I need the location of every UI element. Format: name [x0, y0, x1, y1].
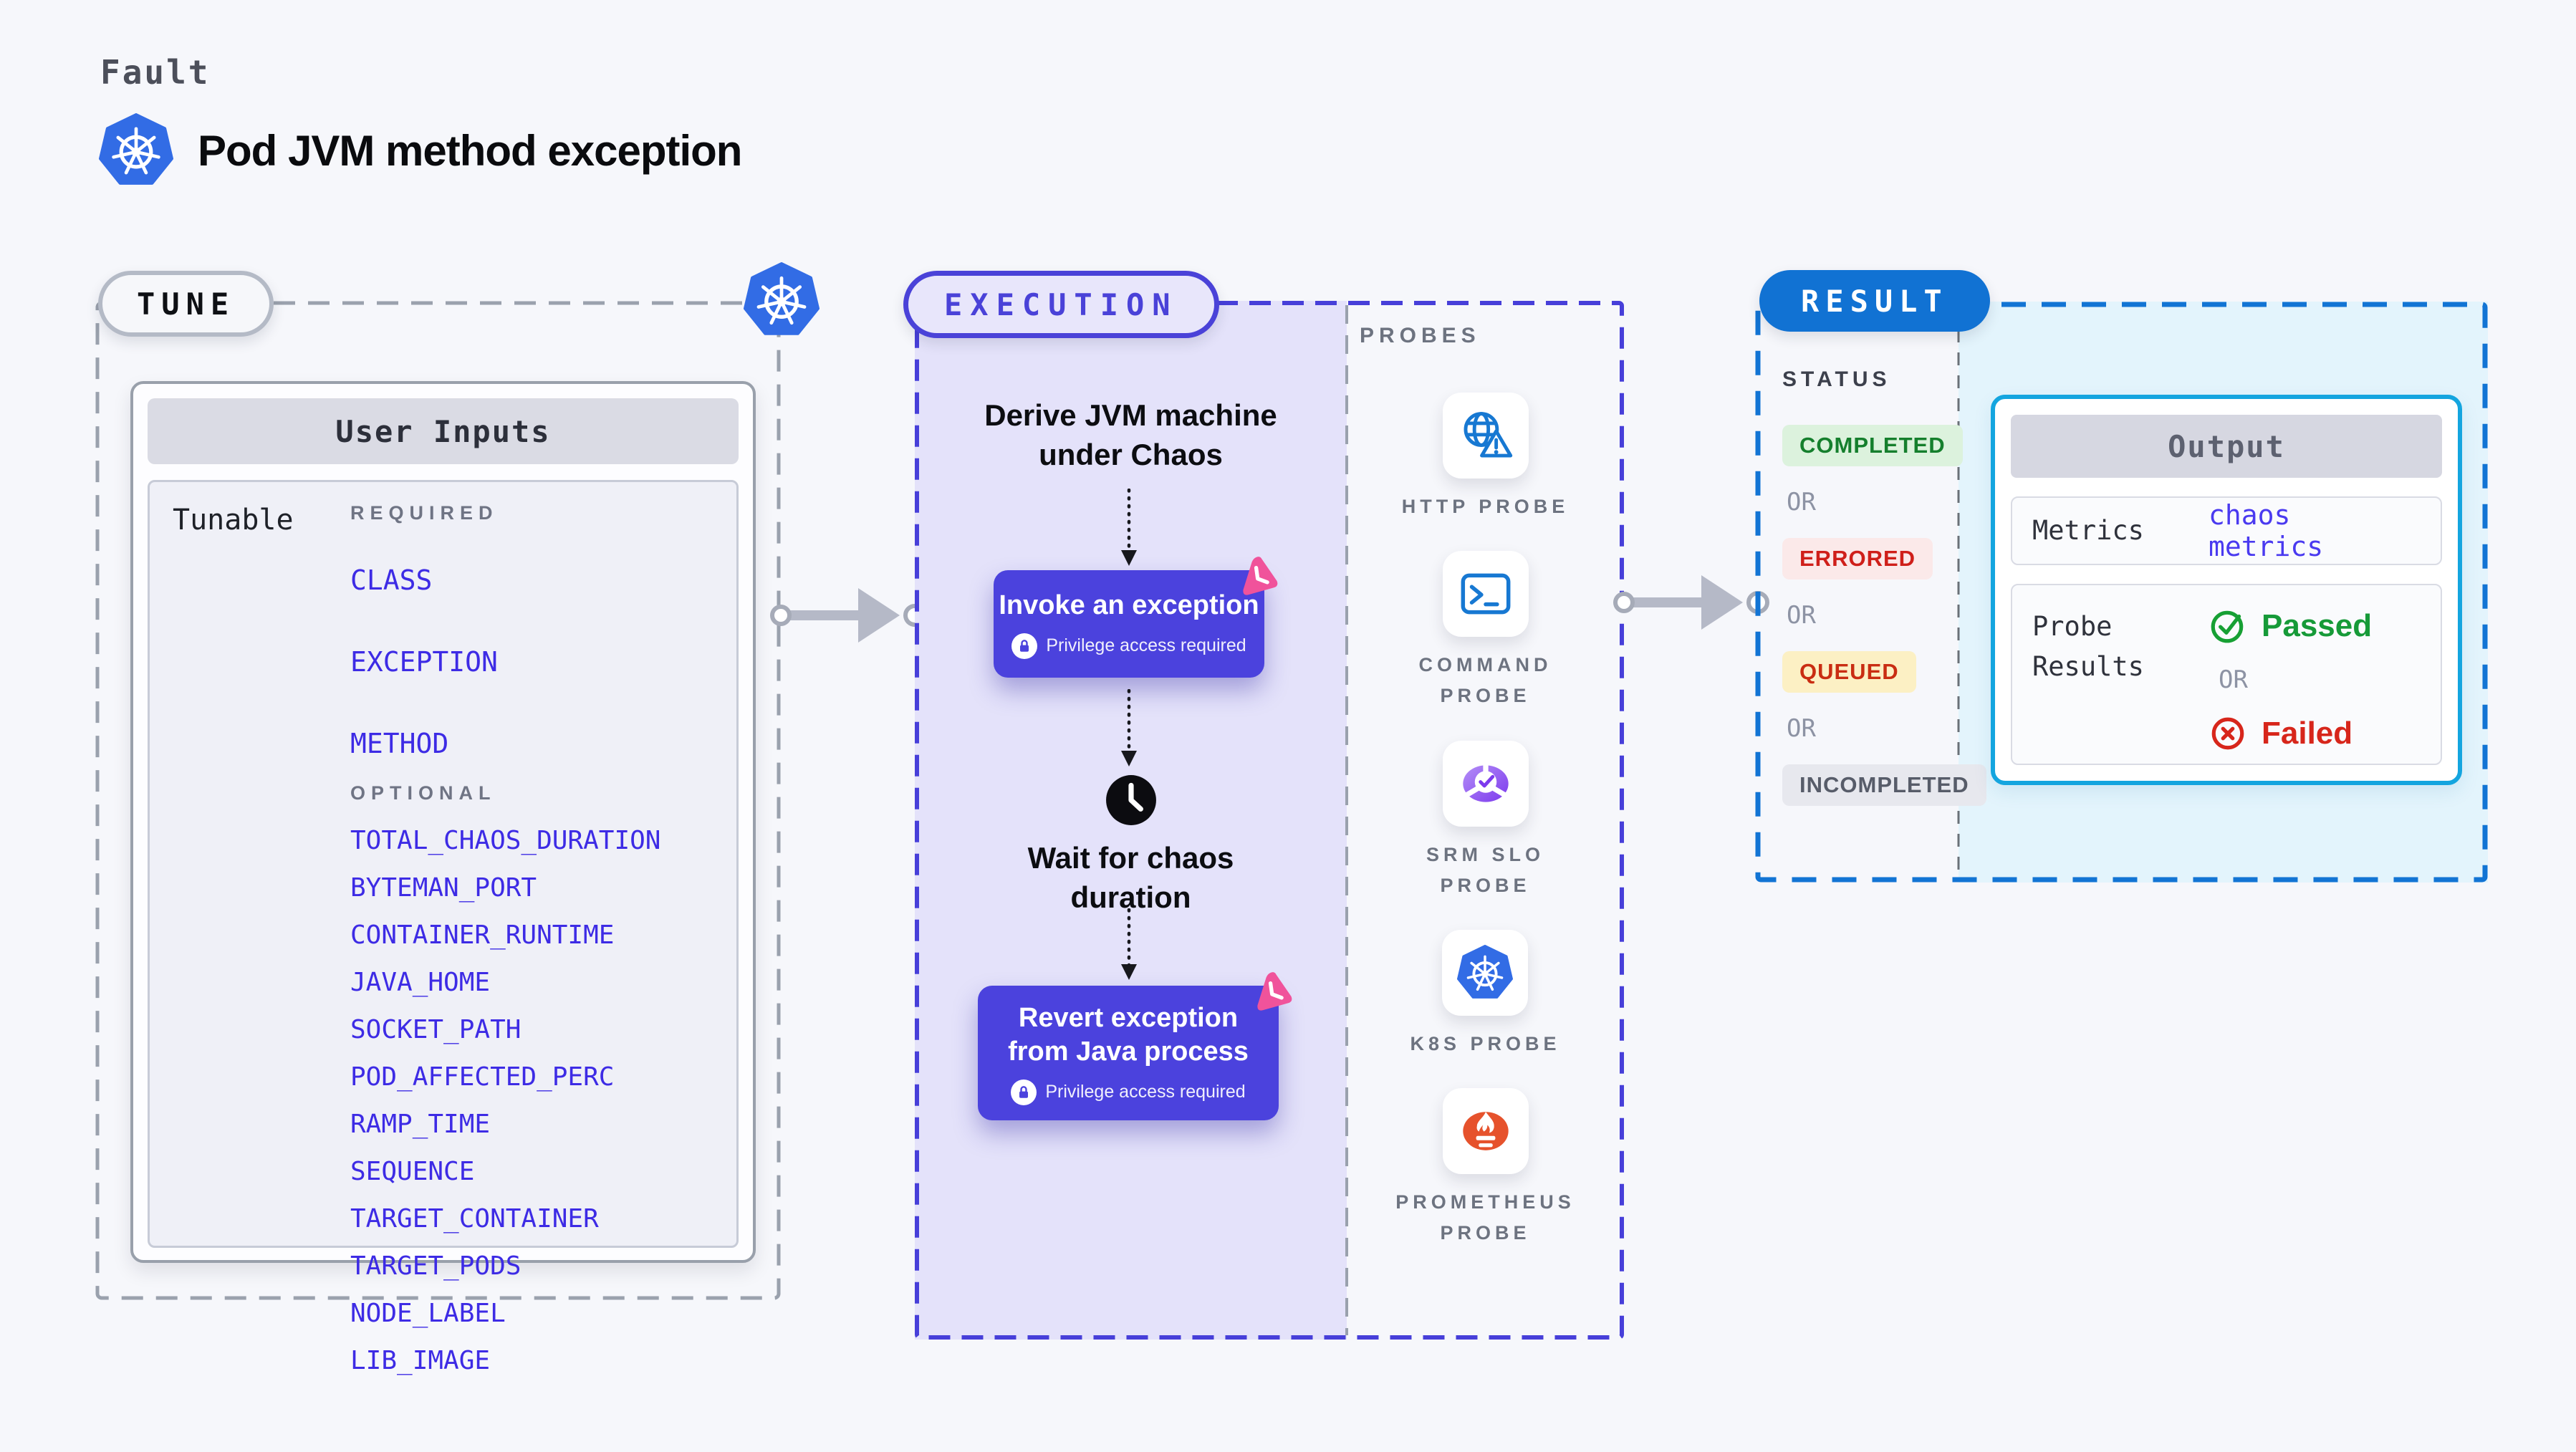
- tune-badge: TUNE: [98, 271, 274, 337]
- lock-icon: [1011, 633, 1038, 659]
- param-socket-path: SOCKET_PATH: [350, 1015, 522, 1044]
- metrics-label: Metrics: [2032, 515, 2144, 547]
- param-lib-image: LIB_IMAGE: [350, 1346, 491, 1375]
- user-inputs-title: User Inputs: [148, 398, 739, 464]
- revert-exception-node: Revert exception from Java process Privi…: [978, 986, 1279, 1120]
- tune-panel: TUNE User Inputs Tunable REQUIRED CLASS …: [95, 301, 781, 1375]
- or-label: OR: [1787, 601, 1816, 630]
- execution-panel: EXECUTION Derive JVM machine under Chaos…: [903, 271, 1624, 1340]
- param-target-container: TARGET_CONTAINER: [350, 1204, 599, 1234]
- probe-item-k8s: K8S PROBE: [1410, 929, 1560, 1059]
- param-class: CLASS: [350, 564, 433, 596]
- user-inputs-card: User Inputs Tunable REQUIRED CLASS EXCEP…: [130, 381, 756, 1375]
- fault-kicker: Fault: [100, 53, 211, 92]
- tune-to-execution-arrow: [770, 588, 926, 643]
- x-circle-icon: [2209, 714, 2247, 753]
- kubernetes-icon: [99, 113, 173, 188]
- kubernetes-icon: [1442, 929, 1529, 1016]
- param-list: REQUIRED CLASS EXCEPTION METHOD OPTIONAL…: [350, 502, 737, 1375]
- tunable-panel: Tunable REQUIRED CLASS EXCEPTION METHOD …: [148, 480, 739, 1375]
- param-pod-affected-perc: POD_AFFECTED_PERC: [350, 1062, 615, 1092]
- param-exception: EXCEPTION: [350, 646, 498, 678]
- down-arrow-icon: [1121, 689, 1137, 766]
- status-label: STATUS: [1782, 367, 1891, 391]
- param-ramp-time: RAMP_TIME: [350, 1110, 491, 1139]
- wait-step-label: Wait for chaos duration: [1027, 841, 1234, 915]
- output-title: Output: [2011, 415, 2442, 478]
- required-label: REQUIRED: [350, 502, 499, 524]
- probe-results-label: Probe Results: [2032, 611, 2144, 682]
- probes-label: PROBES: [1360, 324, 1481, 347]
- status-column: STATUS COMPLETED OR ERRORED OR QUEUED OR…: [1782, 367, 1986, 806]
- probe-item-prometheus: PROMETHEUS PROBE: [1393, 1088, 1579, 1249]
- metrics-value: chaos metrics: [2209, 499, 2324, 562]
- param-container-runtime: CONTAINER_RUNTIME: [350, 920, 615, 950]
- clock-icon: [1105, 774, 1158, 827]
- param-total-chaos-duration: TOTAL_CHAOS_DURATION: [350, 826, 661, 855]
- param-node-label: NODE_LABEL: [350, 1299, 506, 1328]
- param-target-pods: TARGET_PODS: [350, 1251, 522, 1281]
- page-title: Pod JVM method exception: [198, 126, 742, 175]
- invoke-exception-node: Invoke an exception Privilege access req…: [994, 570, 1264, 678]
- param-java-home: JAVA_HOME: [350, 968, 491, 997]
- probe-results-values: Passed OR Failed: [2209, 607, 2372, 753]
- probe-results-row: Probe Results Passed OR Failed: [2011, 584, 2442, 765]
- terminal-icon: [1442, 551, 1529, 638]
- check-circle-icon: [2209, 607, 2247, 645]
- lock-icon: [1011, 1079, 1037, 1105]
- result-panel: RESULT STATUS COMPLETED OR ERRORED OR QU…: [1755, 270, 2488, 883]
- execution-to-result-arrow: [1613, 575, 1769, 630]
- probe-item-http: HTTP PROBE: [1402, 393, 1570, 522]
- tunable-label: Tunable: [173, 504, 294, 537]
- or-label: OR: [1787, 714, 1816, 743]
- optional-label: OPTIONAL: [350, 782, 496, 804]
- execution-badge: EXECUTION: [903, 271, 1219, 338]
- result-badge: RESULT: [1759, 270, 1990, 332]
- output-card: Output Metrics chaos metrics Probe Resul…: [1991, 395, 2462, 785]
- or-label: OR: [1787, 488, 1816, 516]
- probe-item-command: COMMAND PROBE: [1393, 551, 1579, 711]
- chaos-pinwheel-icon: [1249, 967, 1296, 1014]
- slo-gauge-icon: [1442, 740, 1529, 827]
- derive-step-label: Derive JVM machine under Chaos: [984, 398, 1277, 472]
- status-badge-completed: COMPLETED: [1782, 425, 1963, 466]
- down-arrow-icon: [1121, 489, 1137, 566]
- metrics-row: Metrics chaos metrics: [2011, 496, 2442, 565]
- probe-list: HTTP PROBE COMMAND PROBE SRM SLO PROBE K…: [1347, 393, 1624, 1278]
- execution-steps: Derive JVM machine under Chaos Invoke an…: [915, 301, 1347, 1340]
- param-sequence: SEQUENCE: [350, 1157, 475, 1186]
- status-badge-errored: ERRORED: [1782, 538, 1933, 580]
- kubernetes-icon: [744, 262, 820, 338]
- page-title-row: Pod JVM method exception: [99, 113, 742, 188]
- probes-column: PROBES HTTP PROBE COMMAND PROBE SRM SLO …: [1347, 301, 1624, 1340]
- param-byteman-port: BYTEMAN_PORT: [350, 873, 537, 903]
- down-arrow-icon: [1121, 908, 1137, 980]
- failed-line: Failed: [2209, 714, 2372, 753]
- or-label: OR: [2219, 665, 2248, 694]
- privilege-note: Privilege access required: [1011, 1079, 1246, 1105]
- param-method: METHOD: [350, 728, 449, 759]
- chaos-pinwheel-icon: [1234, 552, 1282, 599]
- passed-line: Passed: [2209, 607, 2372, 645]
- status-badge-incompleted: INCOMPLETED: [1782, 764, 1986, 806]
- probe-item-srm-slo: SRM SLO PROBE: [1393, 740, 1579, 901]
- prometheus-icon: [1442, 1088, 1529, 1175]
- privilege-note: Privilege access required: [1011, 633, 1246, 659]
- globe-alert-icon: [1442, 393, 1529, 479]
- status-badge-queued: QUEUED: [1782, 651, 1916, 693]
